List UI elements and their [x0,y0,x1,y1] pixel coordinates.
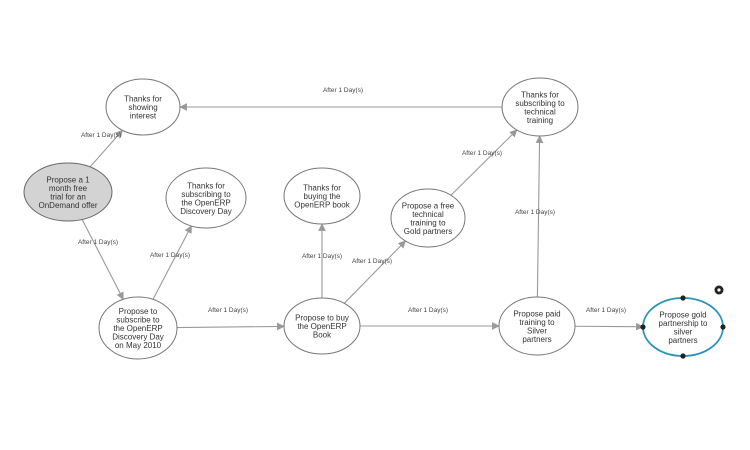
node-label-line: technical [524,107,556,116]
gear-icon[interactable] [714,285,724,295]
edge-label: After 1 Day(s) [323,87,363,94]
node-label-line: the OpenERP [113,324,162,333]
node-shape[interactable] [390,188,466,248]
node-label-line: buying the [304,192,341,201]
edge-propose-ondemand-to-thanks-interest[interactable] [89,129,123,168]
edge-label: After 1 Day(s) [462,150,502,157]
node-label-line: Thanks for [303,184,341,193]
edge-subscribe-discovery-to-buy-book[interactable] [176,322,285,331]
node-label-line: subscribing to [515,99,565,108]
edge-label: After 1 Day(s) [208,307,248,314]
node-label-line: technical [412,210,444,219]
node-shape[interactable] [283,167,361,225]
resize-handle[interactable] [640,324,646,330]
node-label-line: month free [49,184,88,193]
node-label-line: trial for an [50,192,86,201]
node-shape[interactable] [165,167,247,229]
node-label-line: Thanks for [521,90,559,99]
node-label-line: Book [313,331,332,340]
node-label-line: Thanks for [187,181,225,190]
node-label-line: Discovery Day [112,333,164,342]
edge-label: After 1 Day(s) [81,132,121,139]
node-label-line: the OpenERP [297,322,346,331]
node-label-line: Propose paid [513,309,560,318]
node-label-line: interest [130,112,157,121]
node-label-line: training to [519,318,555,327]
resize-handle[interactable] [680,353,686,359]
node-label-line: Propose a 1 [46,175,90,184]
node-label-line: the OpenERP [181,198,230,207]
node-label-line: partners [668,336,697,345]
resize-handle[interactable] [680,295,686,301]
node-shape[interactable] [98,296,178,360]
node-label-line: Propose to buy [295,314,349,323]
node-label-line: subscribe to [116,316,160,325]
node-shape[interactable] [498,296,576,356]
edge-paid-training-to-thanks-training[interactable] [535,135,544,298]
node-label-line: partners [522,335,551,344]
node-label-line: silver [674,327,693,336]
node-label-line: Propose gold [659,310,706,319]
node-shape[interactable] [105,78,181,136]
node-label-line: Discovery Day [180,207,232,216]
node-label-line: Gold partners [404,227,452,236]
edges-layer: After 1 Day(s) After 1 Day(s) After 1 Day(… [78,87,644,331]
edge-label: After 1 Day(s) [302,253,342,260]
node-label-line: Propose to [119,307,158,316]
node-label-line: training to [410,218,446,227]
edge-free-training-to-thanks-training[interactable] [450,129,518,196]
node-label-line: Silver [527,326,547,335]
gear-icon-hole [717,288,721,292]
edge-label: After 1 Day(s) [586,307,626,314]
resize-handle[interactable] [720,324,726,330]
node-label-line: on May 2010 [115,341,162,350]
edge-label: After 1 Day(s) [408,307,448,314]
edge-propose-ondemand-to-subscribe-discovery[interactable] [81,219,124,300]
node-label-line: Propose a free [402,201,455,210]
node-shape[interactable] [283,297,361,355]
edge-subscribe-discovery-to-thanks-discovery[interactable] [152,225,192,300]
edge-label: After 1 Day(s) [352,258,392,265]
node-label-line: showing [128,103,157,112]
node-shape[interactable] [23,162,113,222]
node-label-line: training [527,116,553,125]
node-label-line: OnDemand offer [39,201,98,210]
edge-label: After 1 Day(s) [515,209,555,216]
node-label-line: Thanks for [124,95,162,104]
edge-label: After 1 Day(s) [150,252,190,259]
edge-buy-book-to-free-training[interactable] [343,240,406,304]
node-label-line: OpenERP book [294,201,350,210]
edge-label: After 1 Day(s) [78,239,118,246]
node-label-line: subscribing to [181,190,231,199]
node-label-line: partnership to [659,319,708,328]
node-shape[interactable] [501,77,579,137]
